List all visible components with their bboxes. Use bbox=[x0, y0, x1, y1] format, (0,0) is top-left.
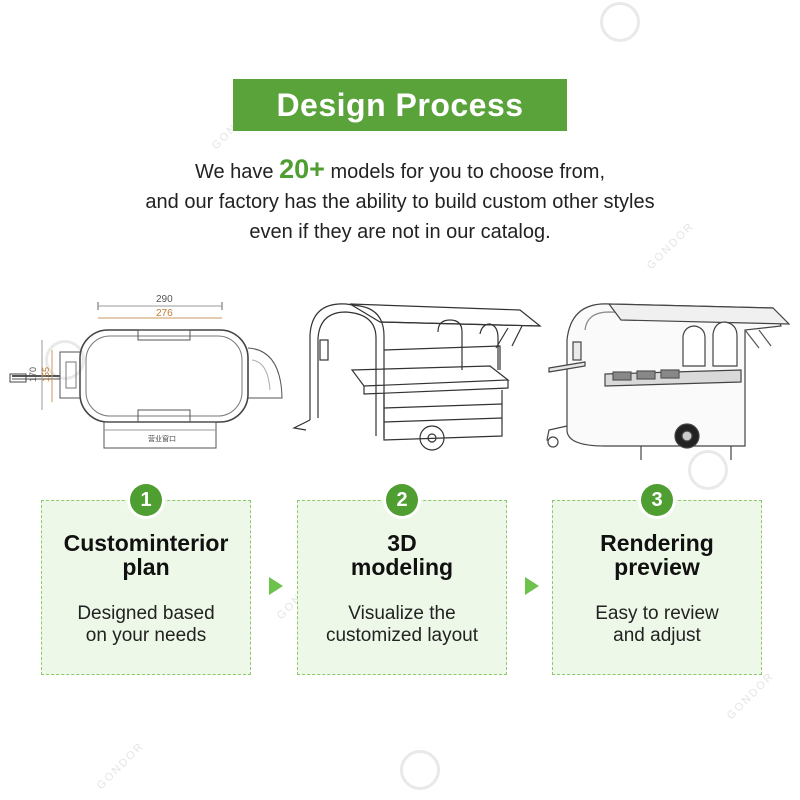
step-description-line: on your needs bbox=[85, 625, 207, 646]
step-card-2: 3D modeling Visualize the customized lay… bbox=[297, 500, 507, 675]
step-title-line: Rendering bbox=[600, 530, 714, 556]
step-description-line: and adjust bbox=[613, 625, 701, 646]
watermark-logo-icon bbox=[45, 340, 85, 380]
step-title-line: modeling bbox=[350, 554, 454, 580]
service-window-label: 营业窗口 bbox=[148, 434, 176, 443]
step-description: Visualize the customized layout bbox=[298, 603, 506, 647]
watermark-text: GONDOR bbox=[724, 670, 777, 722]
step-number-badge: 2 bbox=[386, 484, 418, 516]
watermark-text: GONDOR bbox=[94, 740, 147, 792]
dimension-inner-width: 276 bbox=[156, 308, 173, 319]
step-description: Designed based on your needs bbox=[42, 603, 250, 647]
3d-model-drawing bbox=[292, 303, 542, 451]
step-title-line: plan bbox=[122, 554, 170, 580]
step-card-1: Custominterior plan Designed based on yo… bbox=[41, 500, 251, 675]
step-title: 3D modeling bbox=[298, 531, 506, 579]
step-title-line: Custominterior bbox=[63, 530, 229, 556]
step-title-line: preview bbox=[614, 554, 700, 580]
step-description-line: Visualize the bbox=[348, 603, 456, 624]
rendering-drawing bbox=[546, 303, 790, 460]
step-card-3: Rendering preview Easy to review and adj… bbox=[552, 500, 762, 675]
arrow-right-icon bbox=[269, 577, 283, 595]
floor-plan-drawing: 290 276 170 155 营业窗口 bbox=[9, 294, 283, 449]
dimension-inner-height: 155 bbox=[41, 367, 51, 382]
page-title: Design Process bbox=[233, 79, 567, 131]
step-description: Easy to review and adjust bbox=[553, 603, 761, 647]
watermark-logo-icon bbox=[688, 450, 728, 490]
step-description-line: Easy to review bbox=[595, 603, 719, 624]
intro-line-2: and our factory has the ability to build… bbox=[145, 191, 655, 213]
step-number-badge: 1 bbox=[130, 484, 162, 516]
step-description-line: Designed based bbox=[77, 603, 215, 624]
step-title: Rendering preview bbox=[553, 531, 761, 579]
arrow-right-icon bbox=[525, 577, 539, 595]
dimension-outer-width: 290 bbox=[156, 294, 173, 305]
watermark-logo-icon bbox=[400, 750, 440, 790]
intro-line-1-post: models for you to choose from, bbox=[324, 161, 606, 183]
step-number-badge: 3 bbox=[641, 484, 673, 516]
step-title-line: 3D bbox=[387, 530, 417, 556]
intro-line-1-pre: We have bbox=[194, 161, 280, 183]
watermark-logo-icon bbox=[600, 2, 640, 42]
intro-text: We have 20+ models for you to choose fro… bbox=[60, 154, 740, 247]
dimension-outer-height: 170 bbox=[28, 367, 38, 382]
models-count-highlight: 20+ bbox=[279, 154, 325, 184]
step-description-line: customized layout bbox=[325, 625, 479, 646]
intro-line-3: even if they are not in our catalog. bbox=[249, 221, 551, 243]
step-title: Custominterior plan bbox=[42, 531, 250, 579]
intro-line-1: We have 20+ models for you to choose fro… bbox=[60, 154, 740, 187]
